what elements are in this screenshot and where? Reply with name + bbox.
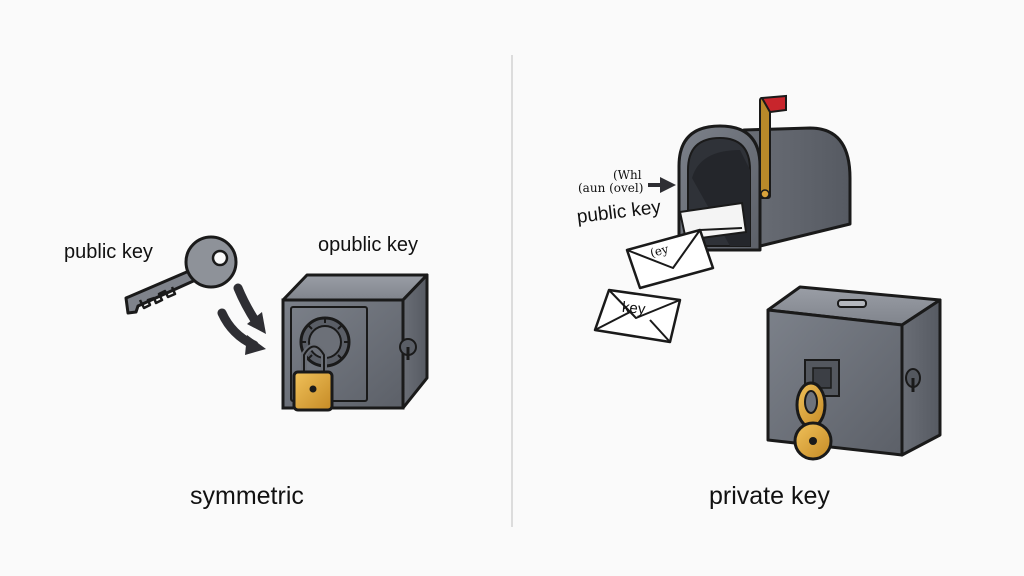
mailbox-flag-icon — [759, 94, 787, 199]
scribble-text-line1: (Whl — [613, 168, 642, 182]
public-key-label: public key — [64, 241, 153, 263]
arrow-icon — [648, 177, 676, 193]
scribble-text-line2: (aun (ovel) — [578, 181, 644, 195]
caption-private-key: private key — [709, 482, 830, 510]
curved-arrow-icon — [233, 283, 266, 334]
envelope-icon — [625, 227, 743, 290]
panel-divider — [511, 55, 513, 527]
mailbox-icon — [677, 124, 852, 252]
envelope-key-label: key — [621, 298, 647, 319]
safe-public-key-label: opublic key — [318, 234, 419, 256]
caption-symmetric: symmetric — [190, 482, 304, 510]
safe-icon — [766, 285, 942, 457]
key-icon — [124, 235, 238, 315]
envelope-icon — [593, 288, 682, 344]
safe-icon — [281, 273, 429, 410]
padlock-icon — [292, 343, 334, 412]
padlock-icon — [793, 381, 833, 461]
curved-arrow-icon — [217, 308, 266, 355]
